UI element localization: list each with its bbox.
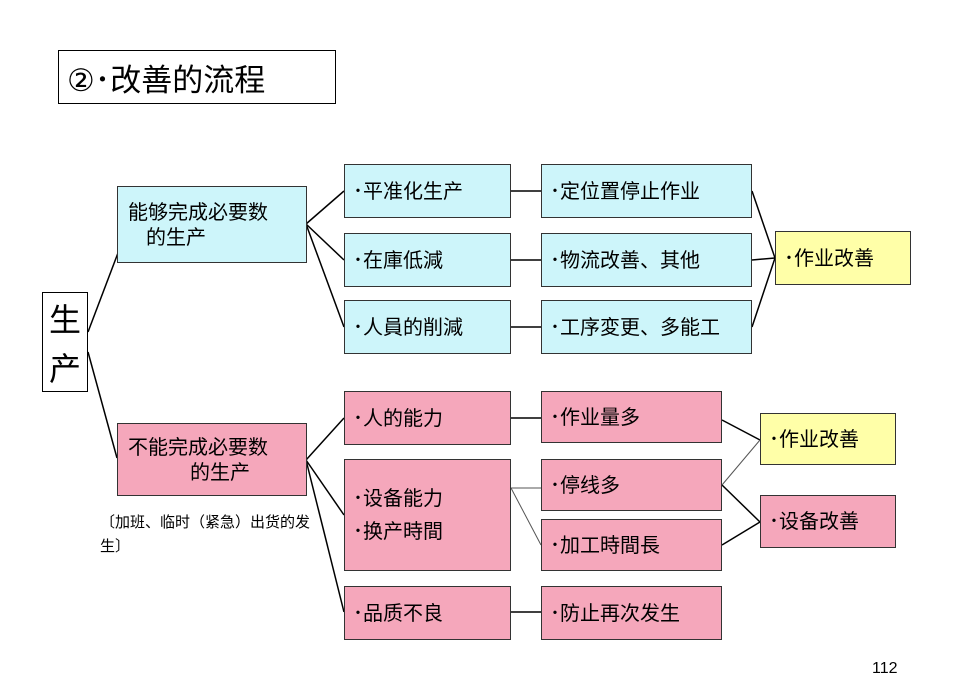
effect-high-work-volume: ･作业量多	[541, 391, 722, 443]
overtime-note: 〔加班、临时（紧急）出货的发生〕	[100, 513, 311, 555]
root-char-2: 产	[48, 349, 81, 388]
cause-leveled-production: ･平准化生产	[344, 164, 511, 218]
branch-can-complete: 能够完成必要数 的生产	[117, 186, 307, 263]
cause-equipment-capacity: ･设备能力	[353, 486, 443, 510]
outcome-work-improvement-bottom: ･作业改善	[760, 413, 896, 465]
page-number: 112	[872, 660, 898, 677]
cause-inventory-reduction: ･在庫低減	[344, 233, 511, 287]
cause-human-ability: ･人的能力	[344, 391, 511, 445]
effect-prevent-recurrence: ･防止再次发生	[541, 586, 722, 640]
action-logistics-improvement: ･物流改善、其他	[541, 233, 752, 287]
outcome-equipment-improvement: ･设备改善	[760, 495, 896, 548]
outcome-work-improvement-top: ･作业改善	[775, 231, 911, 285]
cause-changeover-time: ･换产時間	[353, 519, 443, 543]
effect-frequent-line-stops: ･停线多	[541, 459, 722, 511]
cause-staff-reduction: ･人員的削減	[344, 300, 511, 354]
action-fixed-position-stop: ･定位置停止作业	[541, 164, 752, 218]
cause-quality-defect: ･品质不良	[344, 586, 511, 640]
root-char-1: 生	[48, 300, 81, 339]
branch-cannot-complete-line2: 的生产	[190, 459, 250, 484]
branch-cannot-complete: 不能完成必要数 的生产	[117, 423, 307, 496]
cause-equipment-changeover: ･设备能力 ･换产時間	[344, 459, 511, 571]
effect-long-processing-time: ･加工時間長	[541, 519, 722, 571]
page-title: ②･改善的流程	[58, 50, 336, 104]
root-node-production: 生 产	[42, 292, 88, 392]
branch-can-complete-line1: 能够完成必要数	[128, 199, 268, 224]
branch-cannot-complete-line1: 不能完成必要数	[128, 434, 268, 459]
action-process-change-multiskill: ･工序変更、多能工	[541, 300, 752, 354]
branch-can-complete-line2: 的生产	[146, 224, 206, 249]
